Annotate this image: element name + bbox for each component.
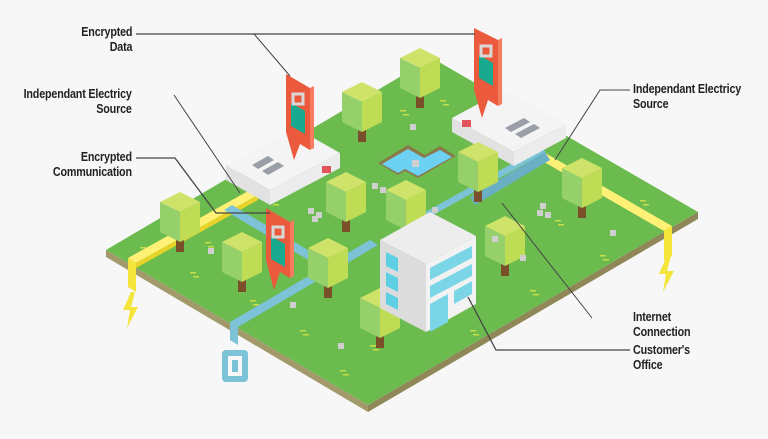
tree [160, 192, 200, 252]
label-line: Communication [53, 165, 132, 179]
label-line: Source [96, 102, 133, 116]
label-line: Internet [633, 310, 672, 324]
label-independent-source-right: Independant Electricy Source [633, 82, 741, 112]
label-line: Encrypted [80, 25, 132, 39]
label-line: Connection [633, 325, 691, 339]
tree [400, 48, 440, 108]
padlock-icon [291, 103, 305, 134]
tree [308, 238, 348, 298]
tree [222, 232, 262, 292]
tree [562, 158, 602, 218]
label-encrypted-data: Encrypted Data [81, 25, 132, 55]
rocks [208, 124, 616, 349]
lightning-bolt-icon-right [659, 256, 674, 292]
lock-marker-left [286, 74, 314, 160]
leader-lines [136, 33, 630, 351]
label-customers-office: Customer's Office [633, 343, 690, 373]
tree [326, 172, 366, 232]
label-line: Customer's [633, 343, 691, 357]
label-line: Independant Electricy [23, 87, 132, 101]
tree [342, 82, 382, 142]
lightning-bolt-icon-left [123, 292, 138, 328]
label-line: Source [633, 97, 669, 111]
lock-marker-right [474, 28, 502, 118]
label-line: Office [633, 358, 663, 372]
label-independent-source-left: Independant Electricy Source [24, 87, 132, 117]
label-line: Independant Electricy [633, 82, 742, 96]
label-line: Encrypted [80, 150, 132, 164]
lock-marker-communication [266, 208, 294, 290]
label-internet-connection: Internet Connection [633, 310, 691, 340]
padlock-icon [271, 236, 285, 267]
pond [378, 145, 456, 178]
network-globe-icon [222, 350, 248, 382]
customer-office-building [380, 212, 476, 332]
tree [458, 142, 498, 202]
padlock-icon [479, 55, 493, 86]
label-encrypted-communication: Encrypted Communication [53, 150, 132, 180]
label-line: Data [109, 40, 132, 54]
